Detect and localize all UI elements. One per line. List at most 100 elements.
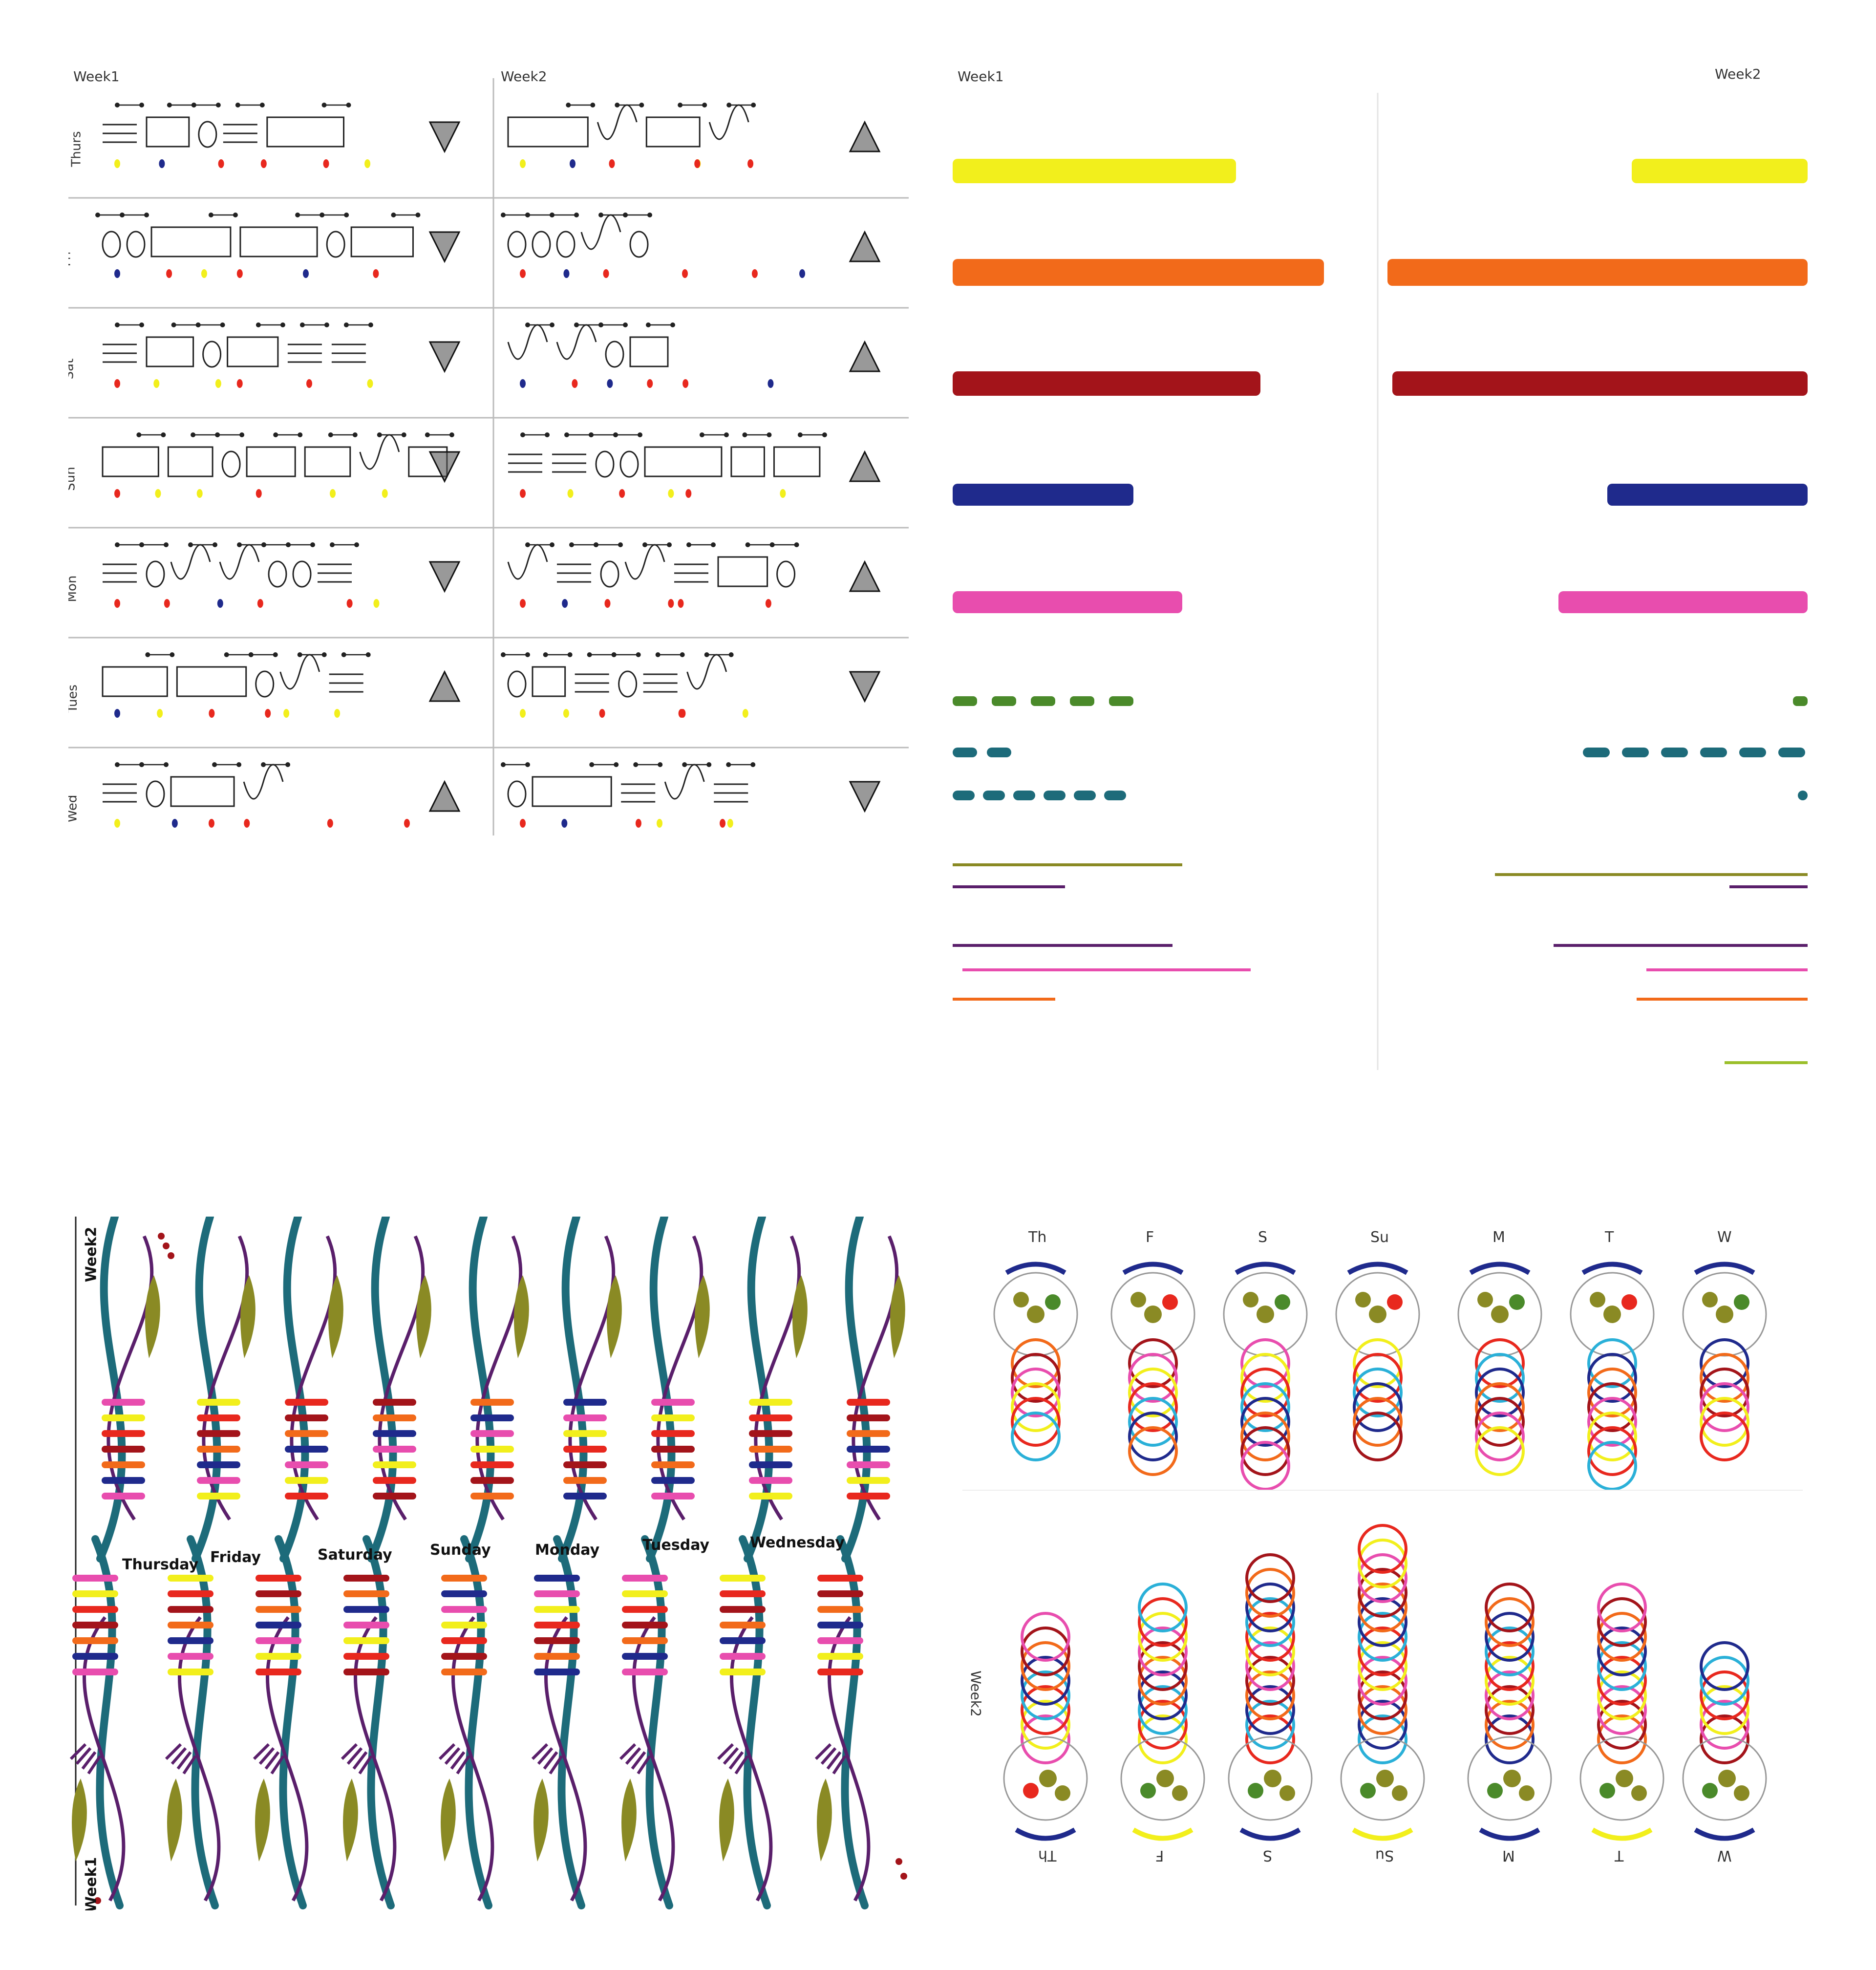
bottom-ring (1021, 1627, 1070, 1676)
sketch-color-dot (346, 599, 353, 608)
bars-week1-label: Week1 (958, 68, 1004, 85)
sketch-color-dot (217, 599, 223, 608)
vine-spark (549, 1755, 563, 1775)
vine-stem-lower (187, 1535, 219, 1909)
dash-green (1793, 696, 1808, 706)
vine-stem-upper (367, 1217, 397, 1563)
face-dot (1248, 1783, 1263, 1799)
sketch-bracket-dot (797, 432, 803, 437)
bottom-face-circle (1228, 1736, 1313, 1821)
sketch-bracket-dot (686, 542, 691, 547)
sketch-color-dot (727, 819, 733, 828)
sketch-bracket-dot (321, 103, 327, 107)
bottom-ring (1138, 1612, 1188, 1662)
face-dot (1509, 1294, 1525, 1310)
sketch-color-dot (164, 599, 170, 608)
dash-teal (1661, 748, 1688, 757)
sketch-bracket-dot (286, 542, 291, 547)
sketch-bracket-dot (706, 762, 712, 767)
sketch-circle (595, 450, 615, 478)
sketch-bracket-dot (750, 762, 756, 767)
sketch-bracket-dot (220, 322, 225, 327)
sketch-bracket-dot (299, 322, 305, 327)
sketch-bracket-dot (667, 542, 672, 547)
bottom-ring (1245, 1597, 1295, 1647)
face-dot (1055, 1785, 1070, 1801)
sketch-wave (219, 544, 260, 580)
sketch-bracket-dot (295, 213, 300, 217)
sketch-color-dot (562, 599, 568, 608)
face-dot (1387, 1294, 1403, 1310)
sketch-bracket-dot (598, 213, 603, 217)
sketch-rectangle (239, 226, 318, 257)
top-ring (1587, 1382, 1637, 1432)
sketch-bracket-dot (352, 432, 358, 437)
sketch-bracket-dot (237, 542, 242, 547)
vine-stem-lower (836, 1535, 869, 1909)
sketch-color-dot (520, 489, 526, 498)
vine-stem-upper (558, 1217, 588, 1563)
vine-leaf (817, 1778, 832, 1862)
vine-spark (728, 1751, 744, 1770)
dash-teal (1013, 791, 1035, 800)
sketch-color-dot (236, 379, 243, 388)
face-dot (1013, 1292, 1029, 1307)
vine-spark (826, 1751, 842, 1770)
vine-day-label: Friday (210, 1549, 261, 1566)
sketch-bracket-dot (724, 432, 729, 437)
sketch-triangle (428, 341, 461, 373)
bottom-ring (1597, 1714, 1647, 1764)
bottom-ring (1358, 1524, 1407, 1574)
sketch-color-dot (114, 599, 120, 608)
sketch-triangle (428, 451, 461, 483)
sketch-bracket-dot (195, 322, 201, 327)
top-ring (1353, 1353, 1403, 1403)
bottom-ring (1245, 1627, 1295, 1676)
sketch-bracket-dot (320, 213, 325, 217)
vine-spark (87, 1755, 102, 1775)
bottom-ring (1245, 1553, 1295, 1603)
vine-spark (456, 1755, 470, 1775)
sketch-color-dot (201, 269, 207, 278)
bottom-ring (1358, 1612, 1407, 1662)
sketch-circle (268, 560, 287, 588)
vine-spark (358, 1755, 373, 1775)
vine-leaf (890, 1275, 905, 1358)
sketch-bracket-dot (164, 542, 169, 547)
sketch-triangle (849, 450, 881, 482)
sketch-circle (618, 670, 638, 698)
sketch-color-dot (114, 489, 120, 498)
sketch-color-dot (520, 379, 526, 388)
top-ring (1240, 1382, 1290, 1432)
vine-stem-lower (91, 1535, 124, 1909)
top-arc (1469, 1262, 1531, 1275)
top-ring (1587, 1441, 1637, 1491)
face-dot (1718, 1770, 1736, 1787)
sketch-color-dot (635, 819, 641, 828)
vine-stem-lower (641, 1535, 673, 1909)
vine-spark (537, 1747, 554, 1765)
vine-spark (69, 1743, 87, 1760)
face-dot (1392, 1785, 1407, 1801)
bottom-ring (1597, 1612, 1647, 1662)
sketch-color-dot (114, 159, 120, 168)
vine-leaf (533, 1778, 549, 1862)
bottom-ring (1358, 1641, 1407, 1691)
sketch-bracket-dot (598, 322, 603, 327)
bottom-ring (1021, 1612, 1070, 1662)
vine-spark (438, 1743, 456, 1760)
top-ring (1353, 1397, 1403, 1447)
sketch-color-dot (520, 709, 526, 718)
sketch-color-dot (382, 489, 388, 498)
bottom-arc (1591, 1827, 1653, 1841)
sketch-bracket-dot (261, 542, 266, 547)
vine-tendril (754, 1235, 801, 1520)
vine-stem-upper (192, 1217, 221, 1563)
sketch-triangle (428, 121, 461, 153)
sketch-rectangle (304, 446, 351, 477)
vine-dot (163, 1242, 170, 1249)
face-dot (1599, 1783, 1615, 1799)
sketch-circle (292, 560, 312, 588)
sketch-bracket-dot (95, 213, 100, 217)
vine-tendril (475, 1235, 523, 1520)
